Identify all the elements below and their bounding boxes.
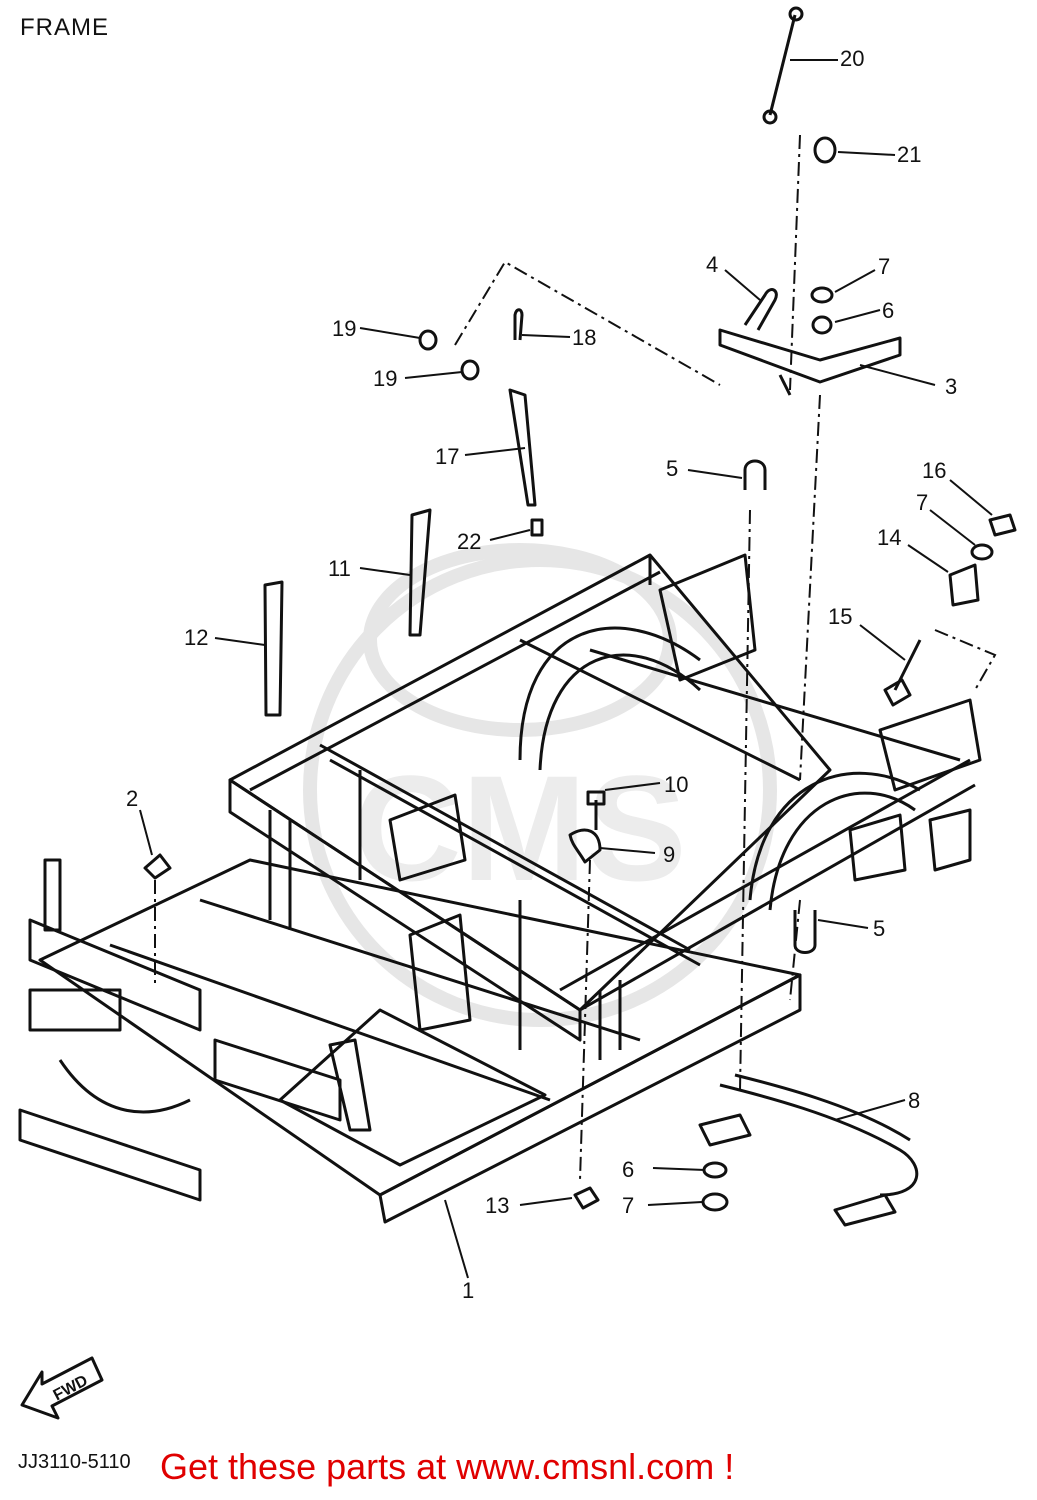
- callout-4: 4: [706, 252, 718, 277]
- callout-5-lower: 5: [873, 916, 885, 941]
- callout-labels: 20 21 4 7 6 3 19 18 19 17 5 16 7 14 22 1…: [126, 46, 957, 1303]
- callout-2: 2: [126, 786, 138, 811]
- callout-15: 15: [828, 604, 852, 629]
- callout-22: 22: [457, 529, 481, 554]
- callout-18: 18: [572, 325, 596, 350]
- callout-12: 12: [184, 625, 208, 650]
- callout-3: 3: [945, 374, 957, 399]
- callout-7-right: 7: [916, 490, 928, 515]
- callout-7-top: 7: [878, 254, 890, 279]
- callout-16: 16: [922, 458, 946, 483]
- callout-5-upper: 5: [666, 456, 678, 481]
- fwd-arrow-icon: FWD: [20, 1356, 104, 1420]
- callout-19-lower: 19: [373, 366, 397, 391]
- callout-21: 21: [897, 142, 921, 167]
- callout-13: 13: [485, 1193, 509, 1218]
- callout-6-bottom: 6: [622, 1157, 634, 1182]
- leader-lines: [139, 59, 993, 1279]
- page-title: FRAME: [20, 14, 109, 41]
- callout-11: 11: [328, 556, 351, 581]
- loose-parts: [143, 6, 1017, 1227]
- callout-14: 14: [877, 525, 901, 550]
- frame-assembly: [18, 553, 982, 1224]
- callout-1: 1: [462, 1278, 474, 1303]
- callout-19-upper: 19: [332, 316, 356, 341]
- callout-9: 9: [663, 842, 675, 867]
- callout-10: 10: [664, 772, 688, 797]
- callout-17: 17: [435, 444, 459, 469]
- diagram-code: JJ3110-5110: [18, 1451, 131, 1473]
- callout-6-top: 6: [882, 298, 894, 323]
- promo-link[interactable]: Get these parts at www.cmsnl.com !: [160, 1446, 735, 1487]
- callout-7-bottom: 7: [622, 1193, 634, 1218]
- callout-8: 8: [908, 1088, 920, 1113]
- callout-20: 20: [840, 46, 864, 71]
- watermark-label: CMS: [353, 744, 686, 912]
- assembly-guide-lines: [154, 134, 997, 1181]
